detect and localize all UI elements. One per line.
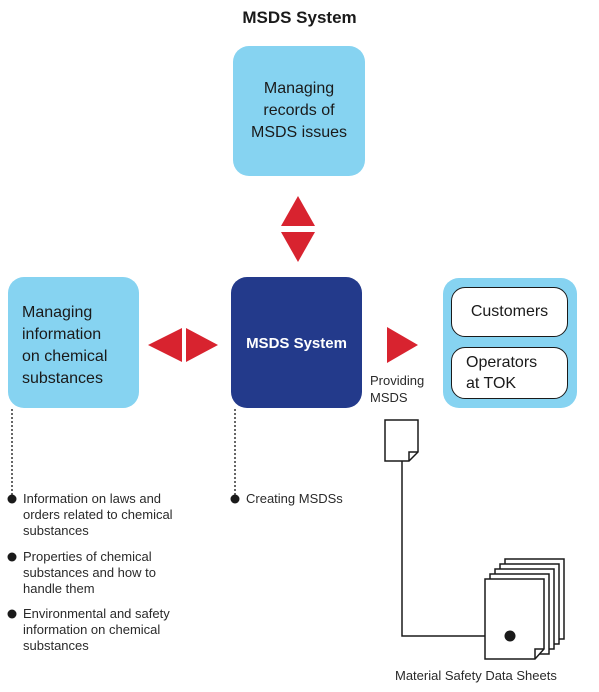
- document-connector-line: [401, 461, 510, 637]
- left-bullet-1: Information on laws and orders related t…: [23, 491, 173, 538]
- page-title: MSDS System: [242, 8, 357, 27]
- records-box-label: Managing records of MSDS issues: [250, 80, 348, 141]
- left-bullet-1-icon: [7, 494, 17, 504]
- left-arrow-icon: [148, 328, 182, 362]
- right-arrow-icon: [186, 328, 218, 362]
- left-bullet-3: Environmental and safety information on …: [23, 606, 170, 653]
- left-bullet-2: Properties of chemical substances and ho…: [23, 549, 156, 596]
- customers-pill: Customers: [451, 287, 568, 337]
- info-box-label: Managing information on chemical substan…: [22, 304, 108, 387]
- document-stack-icon: [484, 558, 565, 660]
- up-arrow-icon: [281, 196, 315, 226]
- right-arrow-to-recipients-icon: [387, 327, 418, 363]
- single-document-icon: [384, 419, 419, 462]
- left-bullet-2-icon: [7, 552, 17, 562]
- stack-connector-dot-icon: [504, 630, 516, 642]
- left-bullet-3-icon: [7, 609, 17, 619]
- center-bullet: Creating MSDSs: [246, 491, 343, 506]
- caption: Material Safety Data Sheets: [395, 668, 557, 683]
- info-box: [8, 277, 139, 408]
- records-box: [233, 46, 365, 176]
- operators-pill: Operators at TOK: [451, 347, 568, 399]
- msds-system-box-label: MSDS System: [246, 335, 347, 352]
- msds-system-box: [231, 277, 362, 408]
- providing-msds-label: Providing MSDS: [370, 373, 425, 405]
- center-bullet-icon: [230, 494, 240, 504]
- down-arrow-icon: [281, 232, 315, 262]
